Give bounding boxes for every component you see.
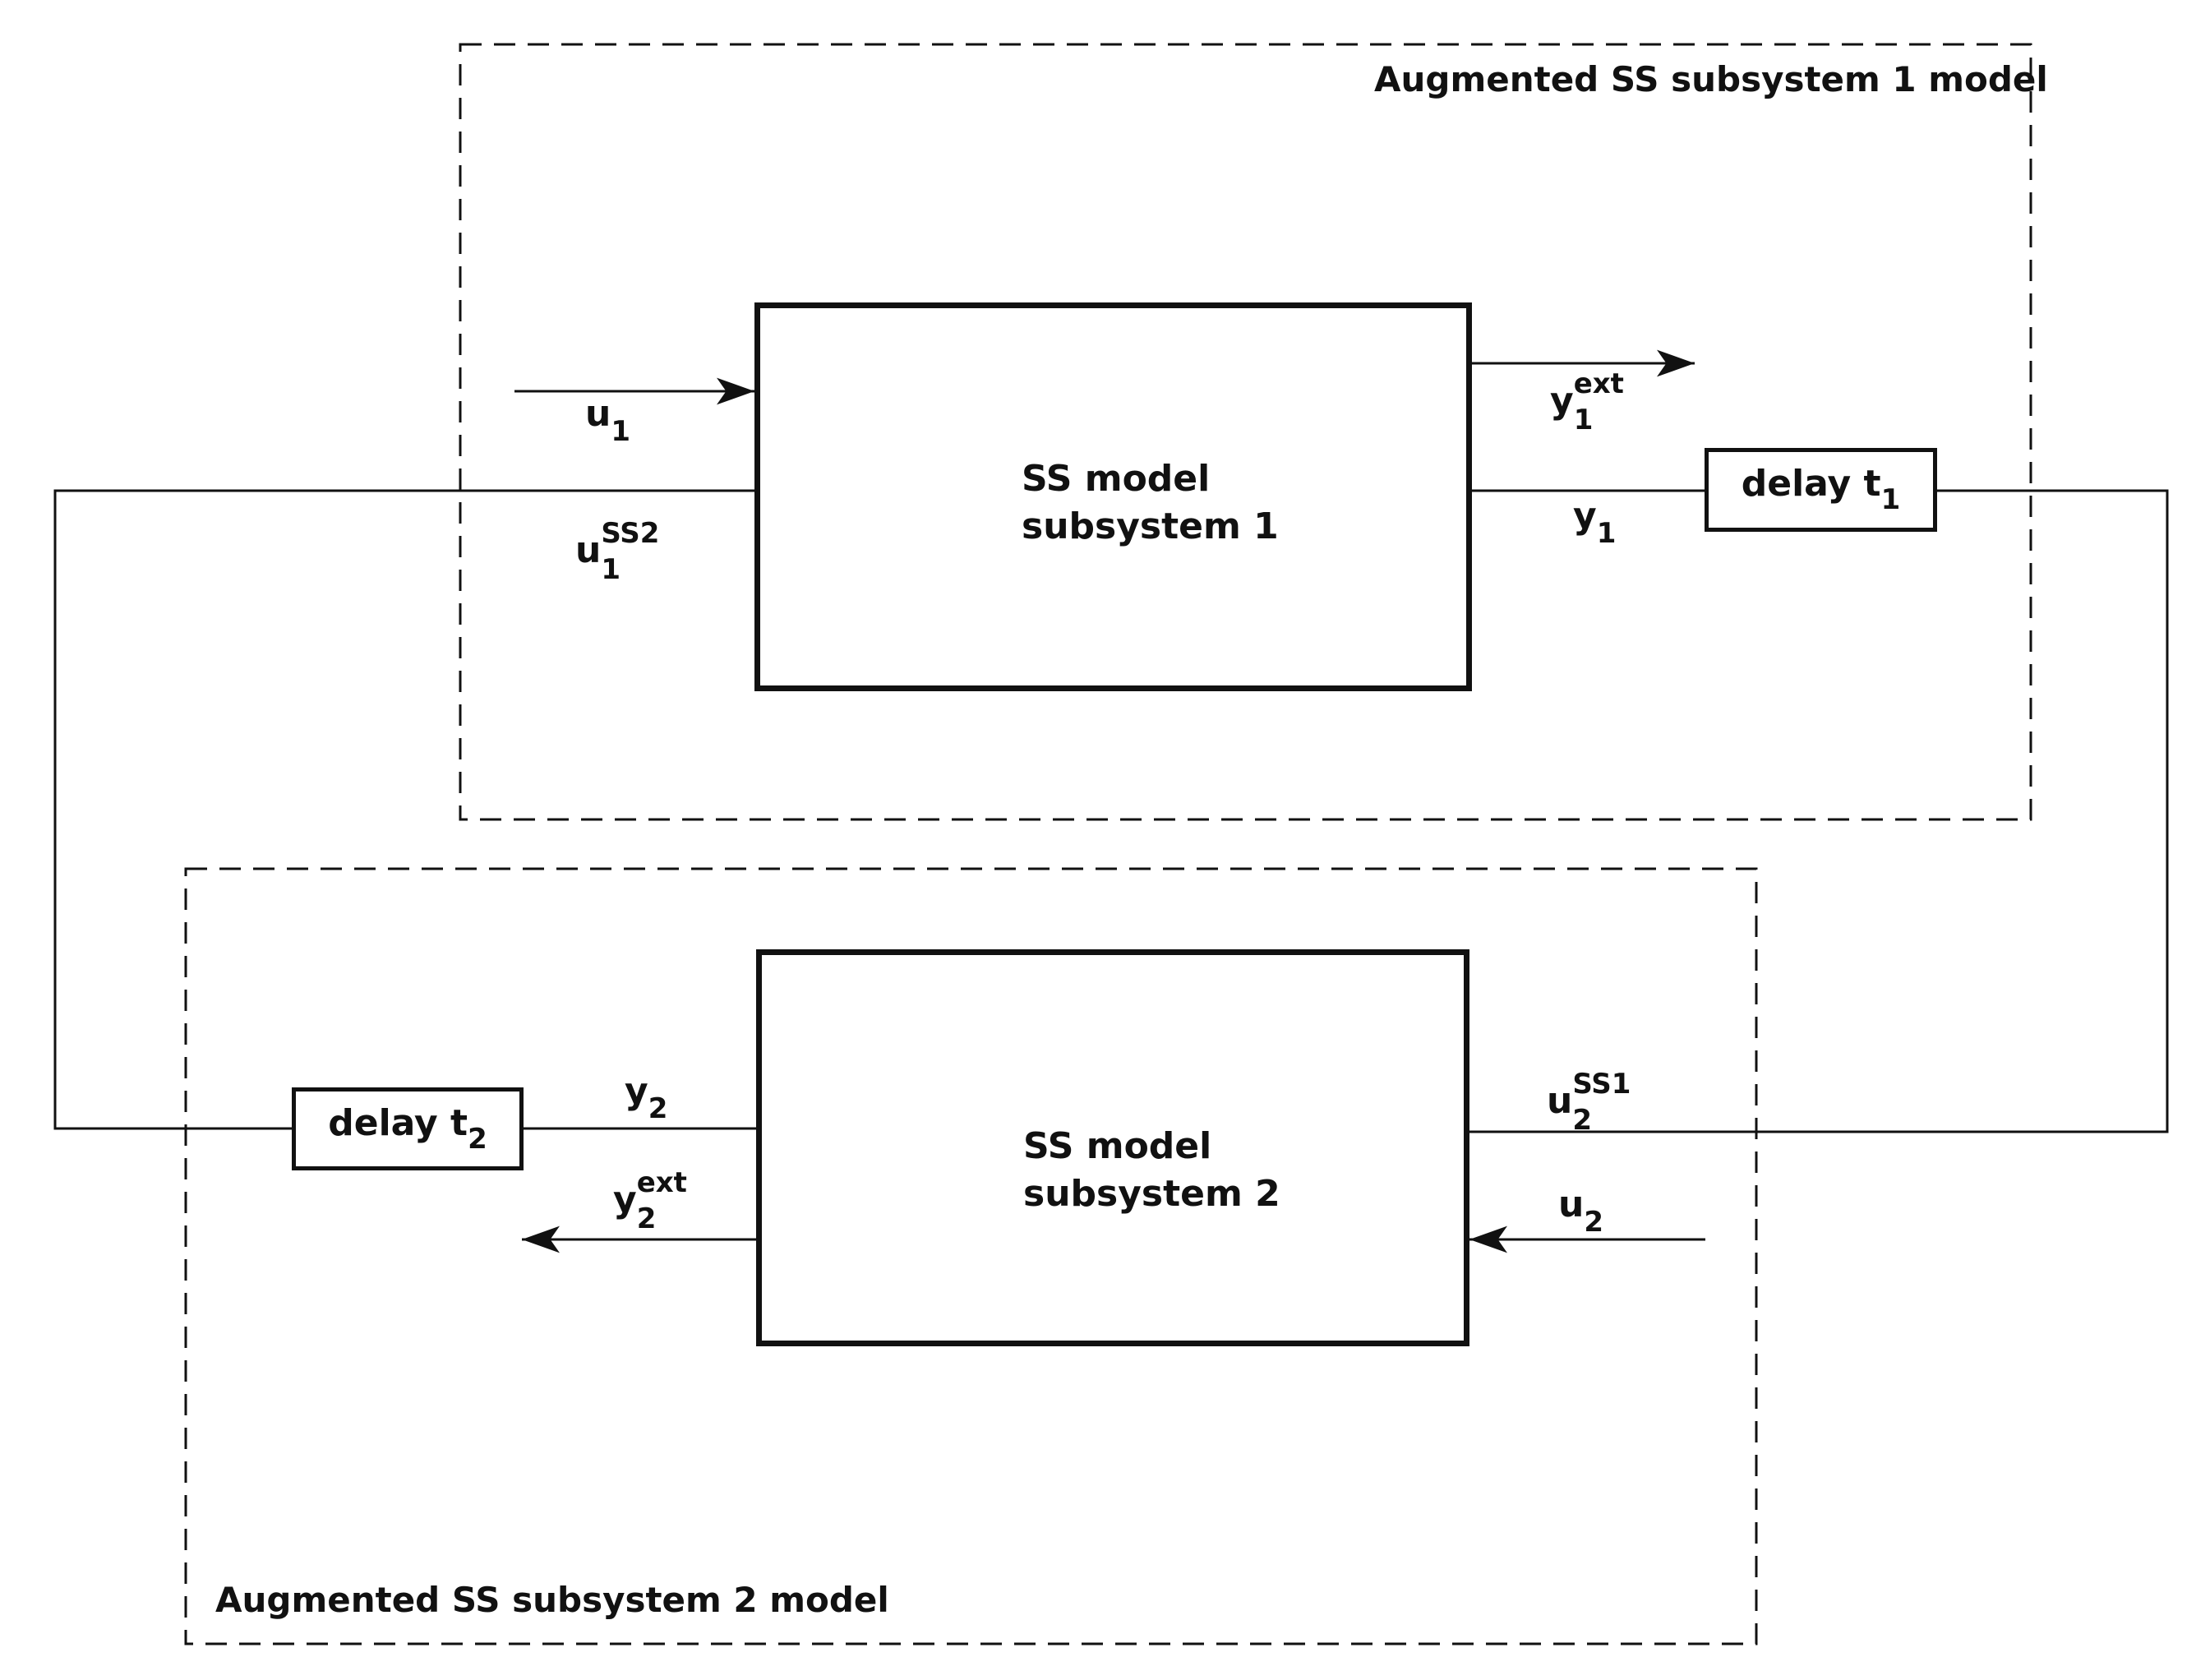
subsystem2-label-line1: SS model <box>1023 1124 1212 1167</box>
delay1-subscript: 1 <box>1880 483 1901 516</box>
subsystem2-label-line2: subsystem 2 <box>1023 1172 1280 1215</box>
delay2-to-subsystem1-feedback-line <box>53 489 754 1130</box>
delay2-subscript: 2 <box>468 1122 487 1156</box>
augmented-subsystem1-frame-label: Augmented SS subsystem 1 model <box>1374 59 2048 99</box>
subsystem1-label-line2: subsystem 1 <box>1022 505 1279 547</box>
augmented-subsystem2-frame <box>184 867 1758 1645</box>
delay2-label: delay t <box>328 1101 468 1144</box>
subsystem1-label-line1: SS model <box>1022 457 1211 500</box>
delay1-label: delay t <box>1741 463 1881 505</box>
augmented-subsystem2-frame-label: Augmented SS subsystem 2 model <box>215 1580 889 1620</box>
augmented-subsystem1-frame <box>459 43 2032 821</box>
delay1-to-subsystem2-feedback-line <box>1469 489 2169 1133</box>
ss-model-subsystem2-block: SS model subsystem 2 <box>756 949 1469 1346</box>
ss-model-subsystem1-block: SS model subsystem 1 <box>754 302 1472 691</box>
